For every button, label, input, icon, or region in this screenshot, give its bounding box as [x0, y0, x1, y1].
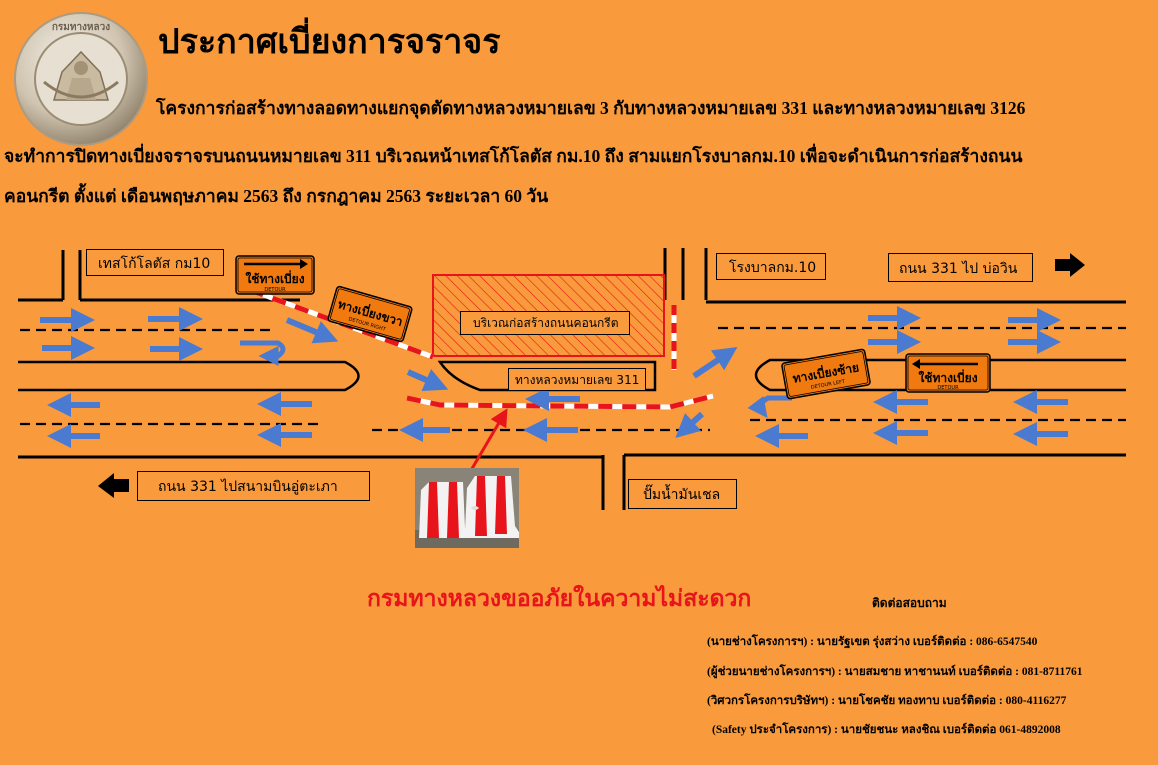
- arrow-left-icon: [98, 473, 129, 498]
- flow-arrow: [406, 368, 449, 391]
- contact-line-1: (นายช่างโครงการฯ) : นายรัฐเขต รุ่งสว่าง …: [707, 636, 1038, 648]
- arrow-right-icon: [1055, 253, 1085, 277]
- road-edges: [18, 298, 1126, 459]
- detour-sign-subtext: DETOUR: [264, 287, 286, 293]
- label-gas-station: ปั๊มน้ำมันเชล: [628, 479, 737, 509]
- logo-text: กรมทางหลวง: [52, 22, 110, 33]
- detour-sign-left-top: ใช้ทางเบี่ยง DETOUR: [235, 255, 315, 295]
- u-turn-arrows: [240, 340, 792, 419]
- u-turn-arrow: [747, 395, 792, 419]
- detour-sign-subtext: DETOUR: [937, 385, 959, 391]
- traffic-flow-arrows: [40, 306, 1068, 448]
- contact-line-2: (ผู้ช่วยนายช่างโครงการฯ) : นายสมชาย หาชา…: [707, 666, 1083, 678]
- label-construction-area: บริเวณก่อสร้างถนนคอนกรีต: [460, 311, 630, 335]
- flow-arrow: [285, 317, 339, 344]
- detour-sign-text: ใช้ทางเบี่ยง: [918, 369, 977, 385]
- label-tesco: เทสโก้โลตัส กม10: [86, 249, 224, 276]
- flow-arrow: [692, 347, 738, 379]
- label-highway-311: ทางหลวงหมายเลข 311: [508, 368, 646, 391]
- notice-body-line-3: คอนกรีต ตั้งแต่ เดือนพฤษภาคม 2563 ถึง กร…: [4, 186, 549, 206]
- notice-title: ประกาศเบี่ยงการจราจร: [158, 22, 501, 62]
- department-of-highways-logo: กรมทางหลวง: [14, 12, 148, 146]
- u-turn-arrow: [240, 340, 286, 366]
- notice-body-line-2: จะทำการปิดทางเบี่ยงจราจรบนถนนหมายเลข 311…: [4, 146, 1023, 166]
- contact-line-4: (Safety ประจำโครงการ) : นายชัยชนะ หลงชิณ…: [712, 724, 1061, 736]
- contact-line-3: (วิศวกรโครงการบริษัทฯ) : นายโชคชัย ทองทา…: [707, 695, 1067, 707]
- barrier-photo: [415, 468, 519, 548]
- notice-body-line-1: โครงการก่อสร้างทางลอดทางแยกจุดตัดทางหลวง…: [156, 98, 1026, 118]
- detour-sign-text: ใช้ทางเบี่ยง: [245, 270, 304, 286]
- label-hospital: โรงบาลกม.10: [716, 253, 826, 280]
- label-to-bowin: ถนน 331 ไป บ่อวิน: [888, 253, 1033, 282]
- contact-title: ติดต่อสอบถาม: [872, 596, 947, 610]
- black-direction-arrows: [98, 253, 1085, 498]
- apology-message: กรมทางหลวงขออภัยในความไม่สะดวก: [367, 586, 752, 612]
- photo-pointer-line: [468, 408, 508, 473]
- label-to-airport: ถนน 331 ไปสนามบินอู่ตะเภา: [137, 471, 370, 501]
- detour-sign-left: ทางเบี่ยงซ้าย DETOUR LEFT: [781, 348, 871, 400]
- detour-sign-right-side: ใช้ทางเบี่ยง DETOUR: [905, 353, 991, 393]
- flow-arrow: [675, 411, 705, 439]
